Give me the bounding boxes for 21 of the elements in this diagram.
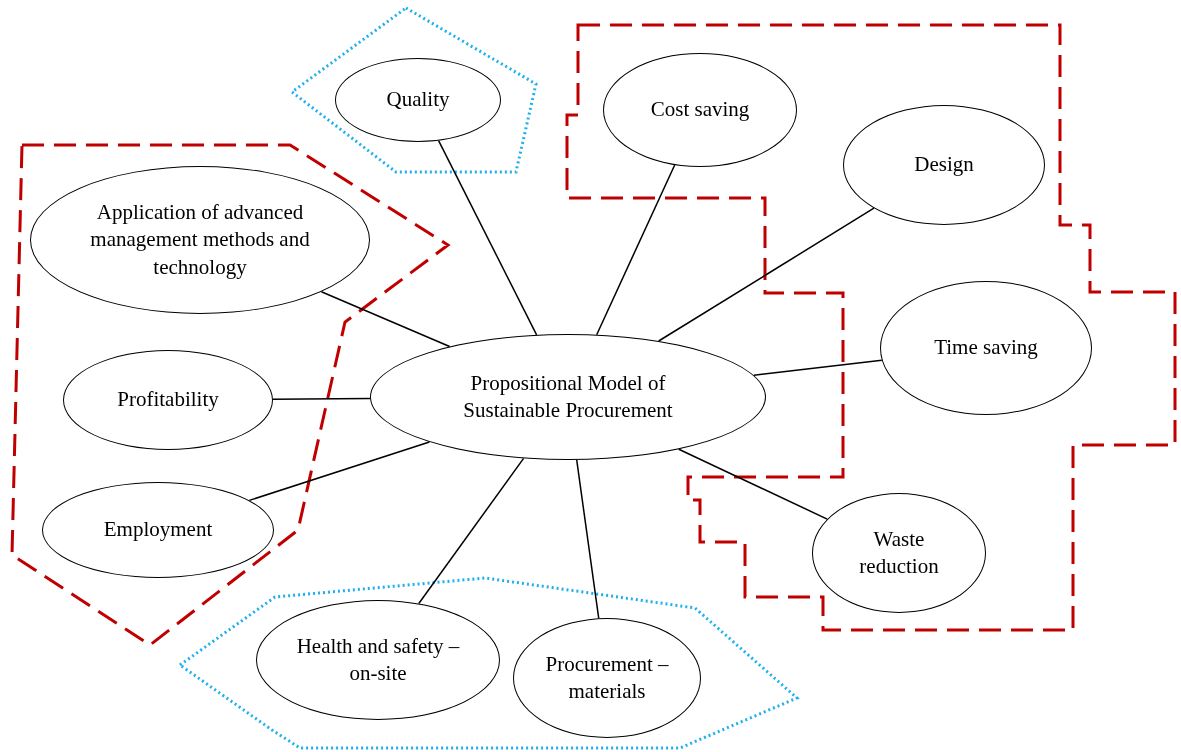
node-text: Design <box>914 151 974 179</box>
node-text: Employment <box>103 516 213 544</box>
node-text: Procurement – materials <box>544 650 670 705</box>
node-text: Waste reduction <box>858 525 940 580</box>
connector-line <box>418 457 525 605</box>
connector-line <box>248 441 431 502</box>
node-text: Application of advanced management methods and technology <box>89 199 311 281</box>
connector-line <box>753 359 883 376</box>
node-text: Profitability <box>117 386 219 414</box>
connector-line <box>320 291 451 348</box>
node-text: Health and safety – on-site <box>295 632 461 687</box>
connector-line <box>657 207 875 342</box>
connector-line <box>272 397 371 400</box>
node-text: Time saving <box>934 334 1038 362</box>
connector-line <box>595 164 676 336</box>
connector-line <box>678 448 828 520</box>
connector-line <box>575 459 600 619</box>
connector-line <box>437 139 538 336</box>
node-text: Propositional Model of Sustainable Procurement <box>462 369 674 424</box>
node-text: Quality <box>386 86 450 114</box>
node-text: Cost saving <box>650 96 750 124</box>
